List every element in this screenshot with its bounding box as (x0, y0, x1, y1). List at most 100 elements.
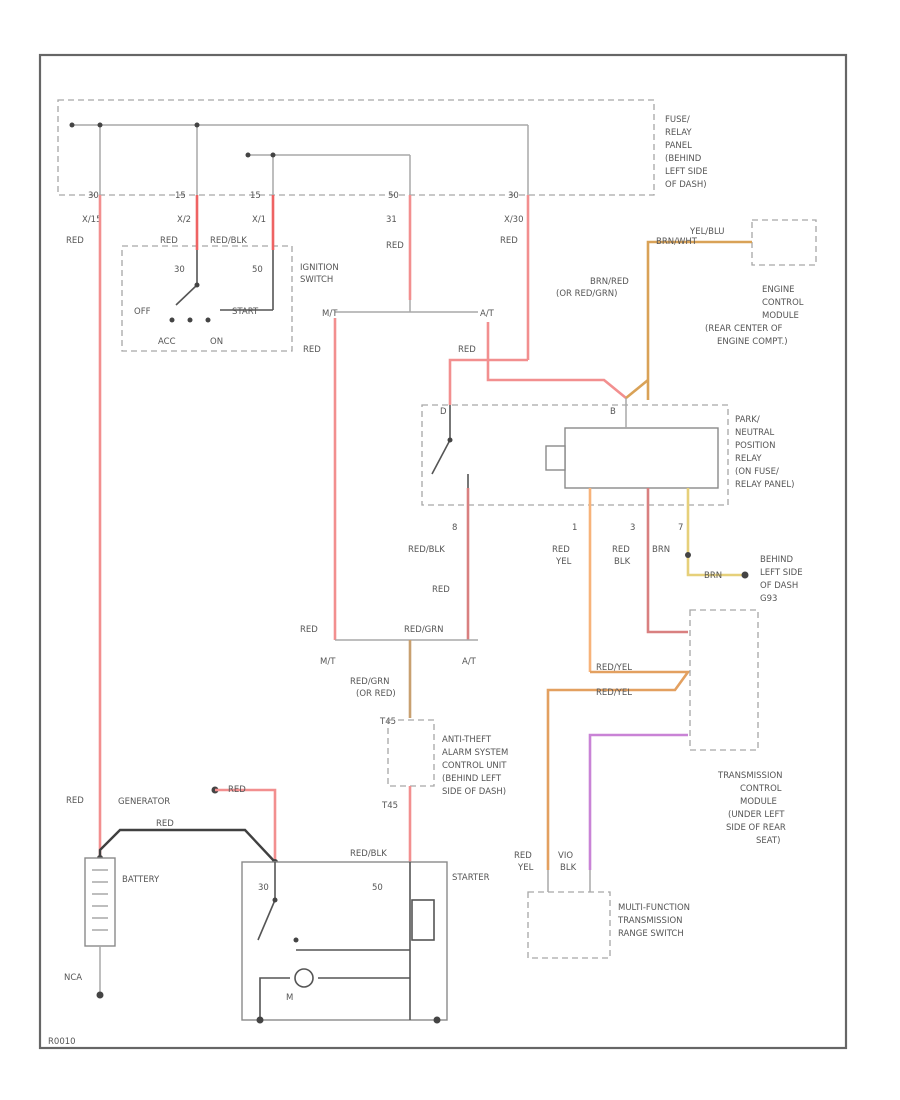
wire-label-red-5: RED (303, 345, 321, 355)
svg-text:PARK/: PARK/ (735, 415, 760, 425)
svg-text:OFF: OFF (134, 307, 151, 317)
svg-text:RED: RED (156, 819, 174, 829)
svg-text:RED: RED (228, 785, 246, 795)
svg-text:M/T: M/T (320, 657, 336, 667)
pnp-relay-plug (545, 445, 566, 471)
svg-text:MODULE: MODULE (762, 311, 799, 321)
svg-text:SEAT): SEAT) (756, 836, 780, 846)
pnp-relay-label: PARK/ NEUTRAL POSITION RELAY (ON FUSE/ R… (735, 415, 794, 490)
svg-text:T45: T45 (381, 801, 398, 811)
pnp-relay-dash-box (421, 404, 729, 506)
svg-text:BEHIND: BEHIND (760, 555, 793, 565)
svg-text:(REAR CENTER OF: (REAR CENTER OF (705, 324, 783, 334)
relay-terminal-b: B (610, 407, 616, 417)
svg-text:LEFT SIDE: LEFT SIDE (665, 167, 708, 177)
wire-label-red-blk-top: RED/BLK (210, 236, 247, 246)
battery-cells (92, 869, 108, 931)
fuse-panel-terminals: 30 15 15 50 30 X/15 X/2 X/1 31 X/30 (82, 191, 524, 225)
svg-text:X/1: X/1 (252, 215, 266, 225)
wire-label-or-red-grn: (OR RED/GRN) (556, 289, 617, 299)
svg-text:BLK: BLK (560, 863, 577, 873)
at-to-pnp-relay-wire (486, 322, 627, 400)
mfs-box (527, 891, 611, 959)
battery-label: BATTERY (122, 875, 160, 885)
svg-text:(BEHIND: (BEHIND (665, 154, 702, 164)
svg-text:NCA: NCA (64, 973, 82, 983)
svg-text:RELAY: RELAY (735, 454, 762, 464)
svg-text:RED/YEL: RED/YEL (596, 663, 632, 673)
diagram-frame (38, 53, 848, 1050)
fuse-relay-panel-box (57, 99, 655, 196)
svg-text:YEL: YEL (555, 557, 572, 567)
mt-at-split-bottom: RED RED/GRN M/T A/T (300, 625, 478, 667)
svg-text:X/15: X/15 (82, 215, 102, 225)
svg-text:ENGINE COMPT.): ENGINE COMPT.) (717, 337, 788, 347)
svg-text:BLK: BLK (614, 557, 631, 567)
pnp-relay-coil-body (564, 427, 719, 489)
svg-text:TRANSMISSION: TRANSMISSION (717, 771, 783, 781)
svg-text:X/30: X/30 (504, 215, 524, 225)
fuse-panel-bus (69, 122, 529, 195)
svg-text:1: 1 (572, 523, 577, 533)
battery-cable (98, 828, 276, 863)
svg-text:OF DASH: OF DASH (760, 581, 798, 591)
svg-text:RED: RED (612, 545, 630, 555)
wire-label-red-6: RED (458, 345, 476, 355)
svg-text:BRN: BRN (652, 545, 670, 555)
svg-text:ON: ON (210, 337, 223, 347)
antitheft-box (387, 719, 435, 787)
ignition-switch-label: IGNITION SWITCH (300, 263, 339, 285)
svg-text:POSITION: POSITION (735, 441, 775, 451)
svg-text:MODULE: MODULE (740, 797, 777, 807)
ecm-box (751, 219, 817, 266)
starter-solenoid: M (256, 862, 441, 1024)
svg-text:30: 30 (508, 191, 519, 201)
wire-label-red-7: RED (432, 585, 450, 595)
svg-text:RED/GRN: RED/GRN (350, 677, 390, 687)
svg-text:(UNDER LEFT: (UNDER LEFT (728, 810, 785, 820)
svg-text:30: 30 (174, 265, 185, 275)
generator-label: GENERATOR (118, 797, 170, 807)
svg-text:RANGE SWITCH: RANGE SWITCH (618, 929, 684, 939)
svg-text:NEUTRAL: NEUTRAL (735, 428, 775, 438)
svg-text:CONTROL UNIT: CONTROL UNIT (442, 761, 507, 771)
svg-text:3: 3 (630, 523, 635, 533)
relay-terminal-8: 8 (452, 523, 457, 533)
svg-text:PANEL: PANEL (665, 141, 692, 151)
svg-text:ALARM SYSTEM: ALARM SYSTEM (442, 748, 508, 758)
svg-text:FUSE/: FUSE/ (665, 115, 690, 125)
svg-text:X/2: X/2 (177, 215, 191, 225)
ecm-label: ENGINE CONTROL MODULE (REAR CENTER OF EN… (705, 285, 804, 347)
ecm-brown-wire (646, 240, 752, 400)
svg-text:A/T: A/T (462, 657, 477, 667)
wire-label-red-1: RED (66, 236, 84, 246)
svg-text:YEL: YEL (517, 863, 534, 873)
svg-text:LEFT SIDE: LEFT SIDE (760, 568, 803, 578)
svg-text:M/T: M/T (322, 309, 338, 319)
svg-text:ENGINE: ENGINE (762, 285, 795, 295)
svg-text:RELAY: RELAY (665, 128, 692, 138)
starter-label: STARTER (452, 873, 490, 883)
antitheft-label: ANTI-THEFT ALARM SYSTEM CONTROL UNIT (BE… (442, 735, 508, 797)
svg-text:(OR RED): (OR RED) (356, 689, 396, 699)
svg-text:RED/YEL: RED/YEL (596, 688, 632, 698)
svg-text:RED/GRN: RED/GRN (404, 625, 444, 635)
svg-text:(BEHIND LEFT: (BEHIND LEFT (442, 774, 502, 784)
svg-text:ACC: ACC (158, 337, 176, 347)
svg-text:30: 30 (258, 883, 269, 893)
tcm-label: TRANSMISSION CONTROL MODULE (UNDER LEFT … (717, 771, 786, 846)
svg-text:RED: RED (300, 625, 318, 635)
mfs-label: MULTI-FUNCTION TRANSMISSION RANGE SWITCH (617, 903, 690, 939)
wire-label-brn-red: BRN/RED (590, 277, 629, 287)
starter-box (241, 861, 448, 1021)
svg-text:50: 50 (372, 883, 383, 893)
svg-text:15: 15 (250, 191, 261, 201)
svg-text:RELAY PANEL): RELAY PANEL) (735, 480, 794, 490)
wire-label-red-blk-start: RED/BLK (350, 849, 387, 859)
svg-text:RED: RED (552, 545, 570, 555)
ignition-switch-contacts: 30 50 OFF START ACC ON (134, 250, 274, 347)
wire-label-red-blk-mid: RED/BLK (408, 545, 445, 555)
svg-text:SWITCH: SWITCH (300, 275, 333, 285)
svg-text:SIDE OF REAR: SIDE OF REAR (726, 823, 786, 833)
